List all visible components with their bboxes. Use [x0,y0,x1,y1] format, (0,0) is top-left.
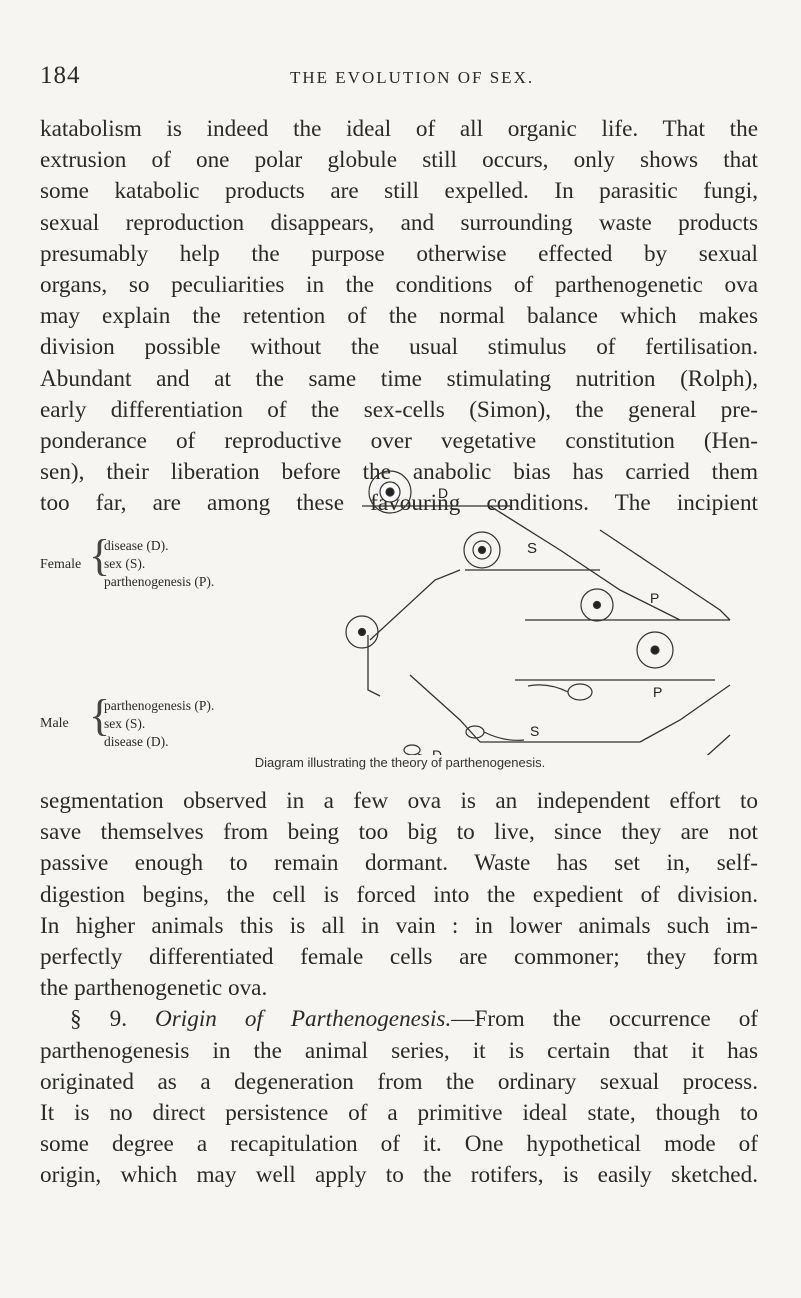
text-line: some katabolic products are still expell… [40,178,758,205]
label-upper-s: S [527,540,537,557]
text-line: passive enough to remain dormant. Waste … [40,850,758,877]
label-lower-s: S [530,723,539,739]
section-number: § 9. [70,1006,127,1033]
text-line: extrusion of one polar globule still occ… [40,147,758,174]
parthenogenesis-diagram: D S P P S D [345,470,731,755]
parthenogenesis-figure: Female { disease (D). sex (S). parthenog… [40,470,760,780]
cell-upper-p [580,588,614,622]
text-line: katabolism is indeed the ideal of all or… [40,116,758,142]
label-upper-d: D [438,485,448,501]
cell-lower-pair [636,631,674,669]
page-header: 184 THE EVOLUTION OF SEX. [40,62,760,92]
male-item-disease: disease (D). [104,734,169,749]
label-lower-p: P [653,684,662,700]
female-brace: { [89,531,111,580]
male-label: Male [40,716,69,731]
text-line: Abundant and at the same time stimulatin… [40,365,758,392]
section-heading: Origin of Parthenogenesis. [155,1006,452,1033]
page-number: 184 [40,62,81,89]
sperm-lower-d [403,744,423,755]
text-line: origin, which may well apply to the roti… [40,1162,758,1189]
sperm-lower-p [527,683,593,701]
cell-left-start [345,615,379,649]
text-line: presumably help the purpose otherwise ef… [40,240,758,267]
text-line: It is no direct persistence of a primiti… [40,1100,758,1127]
text-line: sexual reproduction disappears, and surr… [40,209,758,236]
text-line: perfectly differentiated female cells ar… [40,944,758,971]
text-line: division possible without the usual stim… [40,334,758,361]
text-line: organs, so peculiarities in the conditio… [40,272,758,299]
text-line: parthenogenesis in the animal series, it… [40,1037,758,1064]
text-line: the parthenogenetic ova. [40,975,268,1002]
text-line: ponderance of reproductive over vegetati… [40,428,758,455]
text-line: some degree a recapitulation of it. One … [40,1131,758,1158]
female-item-parthenogenesis: parthenogenesis (P). [104,574,215,589]
paragraph-bottom: segmentation observed in a few ova is an… [40,786,758,1192]
sperm-lower-s [465,725,525,741]
female-legend: Female { disease (D). sex (S). parthenog… [40,470,300,600]
lower-branch-1 [409,674,481,743]
text-line: digestion begins, the cell is forced int… [40,881,758,908]
female-label: Female [40,557,82,572]
upper-branch-2 [489,505,681,621]
text-line: save themselves from being too big to li… [40,819,758,846]
text-line: early differentiation of the sex-cells (… [40,396,758,423]
section-first-line-rest: —From the occurrence of [451,1006,759,1033]
figure-caption: Diagram illustrating the theory of parth… [254,755,546,770]
male-item-parthenogenesis: parthenogenesis (P). [104,698,215,713]
cell-upper-s [463,531,501,569]
cell-upper-d [368,470,412,514]
text-line: originated as a degeneration from the or… [40,1068,758,1095]
paragraph-top: katabolism is indeed the ideal of all or… [40,114,758,520]
label-lower-d: D [432,747,442,755]
section-heading-line: § 9. Origin of Parthenogenesis.—From the… [40,1004,758,1035]
text-line: segmentation observed in a few ova is an… [40,788,758,814]
text-line: sen), their liberation before the anabol… [40,459,758,486]
male-item-sex: sex (S). [104,716,146,731]
stem [367,635,381,697]
lower-branch-2 [639,684,731,743]
female-item-sex: sex (S). [104,556,146,571]
text-line: In higher animals this is all in vain : … [40,912,758,939]
running-title: THE EVOLUTION OF SEX. [290,68,535,87]
upper-branch-1 [369,569,461,641]
male-legend: Male { parthenogenesis (P). sex (S). dis… [40,470,300,770]
male-brace: { [89,691,111,740]
label-upper-p: P [650,590,659,606]
text-line: may explain the retention of the normal … [40,303,758,330]
upper-branch-3 [599,529,731,621]
lower-branch-3 [706,734,731,755]
female-item-disease: disease (D). [104,538,169,553]
